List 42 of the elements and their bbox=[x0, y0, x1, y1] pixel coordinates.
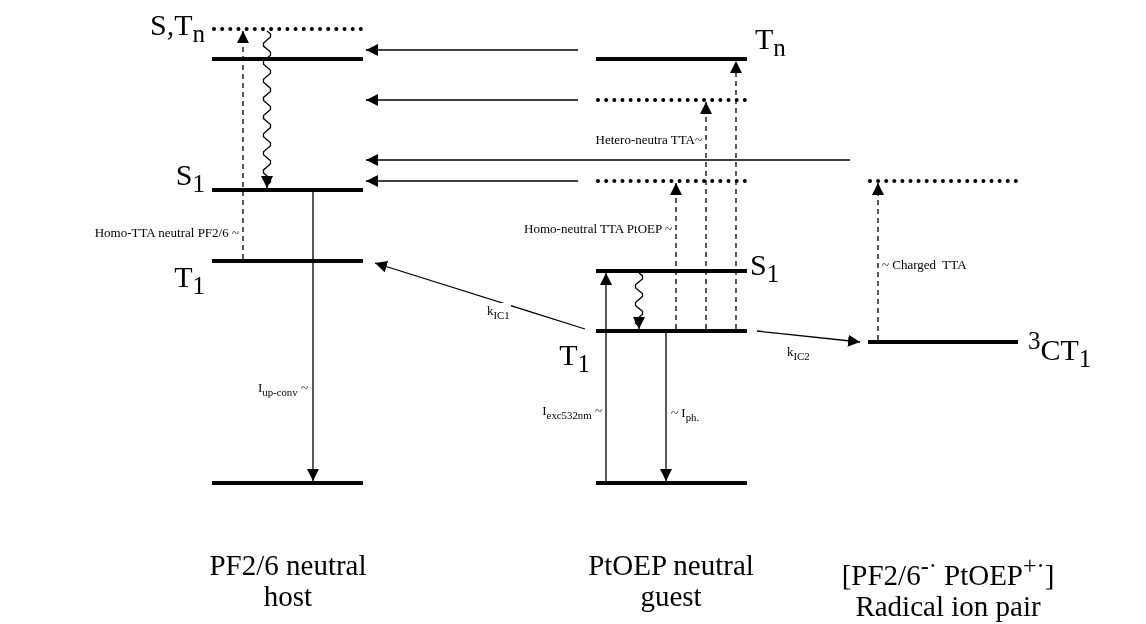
dashed-arrow bbox=[872, 182, 884, 341]
edge-label: ~ Charged TTA bbox=[881, 257, 968, 272]
arrow bbox=[307, 191, 319, 482]
edge-label: Homo-TTA neutral PF2/6 ~ bbox=[93, 225, 240, 240]
energy-level bbox=[868, 340, 1018, 344]
energy-level bbox=[212, 259, 363, 263]
dotted-energy-level bbox=[212, 27, 363, 31]
edge-label: Homo-neutral TTA PtOEP ~ bbox=[523, 221, 673, 236]
energy-level bbox=[212, 57, 363, 61]
energy-level bbox=[596, 57, 747, 61]
arrow bbox=[374, 260, 586, 330]
level-label: $^{3}$CT$_{1}$ bbox=[1028, 326, 1092, 374]
arrow bbox=[600, 272, 612, 482]
energy-level bbox=[212, 188, 363, 192]
column-heading: PF2/6 neutral host bbox=[208, 550, 368, 612]
energy-level bbox=[596, 481, 747, 485]
arrow bbox=[660, 332, 672, 482]
arrow bbox=[365, 44, 579, 56]
arrow bbox=[365, 94, 579, 106]
dotted-energy-level bbox=[596, 179, 747, 183]
energy-level bbox=[212, 481, 363, 485]
level-label: T$_{n}$ bbox=[755, 24, 786, 63]
wavy-arrow bbox=[261, 30, 273, 189]
energy-level bbox=[596, 329, 747, 333]
dashed-arrow bbox=[700, 101, 712, 330]
level-label: S,T$_{n}$ bbox=[150, 10, 205, 49]
arrow bbox=[756, 330, 861, 347]
level-label: T$_{1}$ bbox=[174, 262, 205, 301]
dashed-arrow bbox=[730, 60, 742, 330]
level-label: T$_{1}$ bbox=[559, 340, 590, 379]
dashed-arrow bbox=[237, 30, 249, 260]
dotted-energy-level bbox=[596, 98, 747, 102]
dotted-energy-level bbox=[868, 179, 1018, 183]
arrow bbox=[365, 154, 851, 166]
arrow bbox=[365, 175, 579, 187]
energy-level bbox=[596, 269, 747, 273]
column-heading: [PF2/6$^{-·}$ PtOEP$^{+·}$] Radical ion pair bbox=[840, 551, 1056, 622]
wavy-arrow bbox=[633, 272, 645, 330]
level-label: S$_{1}$ bbox=[175, 160, 205, 199]
level-label: S$_{1}$ bbox=[750, 250, 780, 289]
dashed-arrow bbox=[670, 182, 682, 330]
column-heading: PtOEP neutral guest bbox=[587, 550, 755, 612]
